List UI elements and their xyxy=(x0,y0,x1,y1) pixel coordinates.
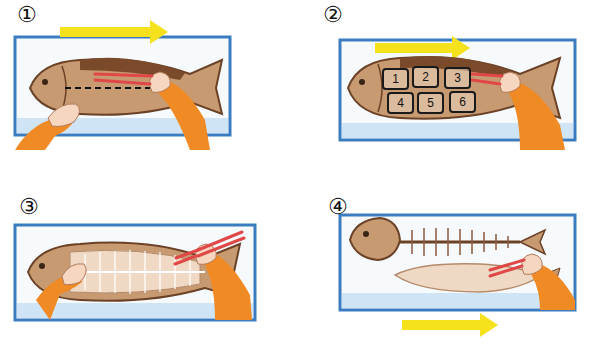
hand xyxy=(472,72,565,150)
section-box: 2 xyxy=(412,66,439,88)
section-box: 6 xyxy=(449,91,476,113)
callout-number: 5 xyxy=(427,97,434,109)
fish-opened xyxy=(28,232,252,320)
callout-number: 4 xyxy=(397,97,404,109)
section-box: 4 xyxy=(387,92,414,114)
section-box: 3 xyxy=(444,67,471,89)
step-number: ③ xyxy=(19,196,39,218)
callout-number: 1 xyxy=(392,73,399,85)
direction-arrow xyxy=(60,20,498,337)
step-number: ② xyxy=(323,4,343,26)
section-box: 1 xyxy=(382,68,409,90)
hand xyxy=(15,72,210,150)
step-number: ① xyxy=(17,4,37,26)
callout-number: 3 xyxy=(454,72,461,84)
fish-skeleton xyxy=(350,218,575,310)
callout-number: 6 xyxy=(459,96,466,108)
callout-number: 2 xyxy=(422,71,429,83)
section-box: 5 xyxy=(417,92,444,114)
step-number: ④ xyxy=(328,196,348,218)
tray xyxy=(15,37,575,320)
